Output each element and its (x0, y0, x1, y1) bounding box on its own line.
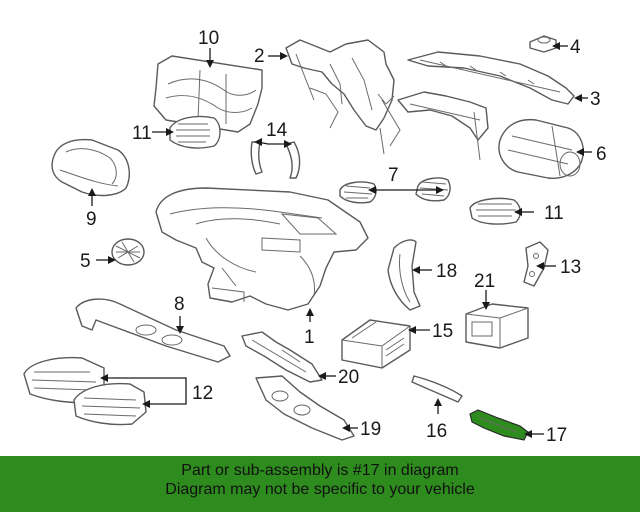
callout-12: 12 (192, 383, 213, 404)
callout-18: 18 (436, 261, 457, 282)
leader-arrows (88, 42, 584, 438)
callout-8: 8 (174, 294, 185, 315)
part-14-trim-strips[interactable] (250, 141, 301, 179)
part-21-module[interactable] (465, 303, 529, 349)
callout-17: 17 (546, 425, 567, 446)
callout-2: 2 (254, 46, 265, 67)
info-banner: Part or sub-assembly is #17 in diagram D… (0, 456, 640, 512)
callout-20: 20 (338, 367, 359, 388)
callout-19: 19 (360, 419, 381, 440)
part-1-instrument-panel[interactable] (155, 187, 369, 311)
callout-10: 10 (198, 28, 219, 49)
callout-9: 9 (86, 209, 97, 230)
callout-5: 5 (80, 251, 91, 272)
callout-11-right: 11 (544, 203, 564, 224)
callout-6: 6 (596, 144, 607, 165)
part-9-instrument-cluster[interactable] (51, 138, 130, 197)
part-13-bracket[interactable] (523, 241, 549, 287)
callout-numbers: 10 2 3 4 6 11 14 9 7 11 5 18 13 21 8 1 1… (80, 28, 607, 446)
callout-11-left: 11 (132, 123, 152, 144)
callout-3: 3 (590, 89, 601, 110)
part-5-speaker-grille[interactable] (111, 238, 145, 266)
callout-15: 15 (432, 321, 453, 342)
part-20-bolster[interactable] (241, 331, 323, 383)
exploded-parts-diagram: 10 2 3 4 6 11 14 9 7 11 5 18 13 21 8 1 1… (23, 28, 607, 446)
callout-16: 16 (426, 421, 447, 442)
part-17-highlighted-panel[interactable] (469, 409, 529, 441)
callout-7: 7 (388, 165, 399, 186)
callout-21: 21 (474, 271, 495, 292)
part-16-trim-strip[interactable] (411, 375, 463, 403)
part-12-vent-ducts[interactable] (23, 356, 147, 426)
part-15-storage-bin[interactable] (341, 319, 411, 369)
banner-line-disclaimer: Diagram may not be specific to your vehi… (165, 481, 475, 498)
part-11-vent-right[interactable] (469, 197, 521, 225)
part-18-side-trim[interactable] (387, 239, 421, 311)
part-2-support-bracket[interactable] (285, 39, 401, 155)
callout-14: 14 (266, 120, 288, 141)
part-11-vent-left[interactable] (169, 115, 221, 149)
part-8-lower-trim[interactable] (75, 298, 231, 363)
part-4-clip[interactable] (529, 35, 557, 53)
callout-13: 13 (560, 257, 581, 278)
banner-line-part: Part or sub-assembly is #17 in diagram (181, 462, 459, 479)
dash-brace[interactable] (397, 91, 489, 161)
part-19-lower-panel[interactable] (255, 375, 355, 441)
part-3-cross-bar[interactable] (407, 51, 575, 105)
callout-4: 4 (570, 37, 581, 58)
callout-1: 1 (304, 327, 315, 348)
part-10-upper-panel[interactable] (153, 55, 263, 133)
part-6-airbag-module[interactable] (498, 118, 584, 179)
